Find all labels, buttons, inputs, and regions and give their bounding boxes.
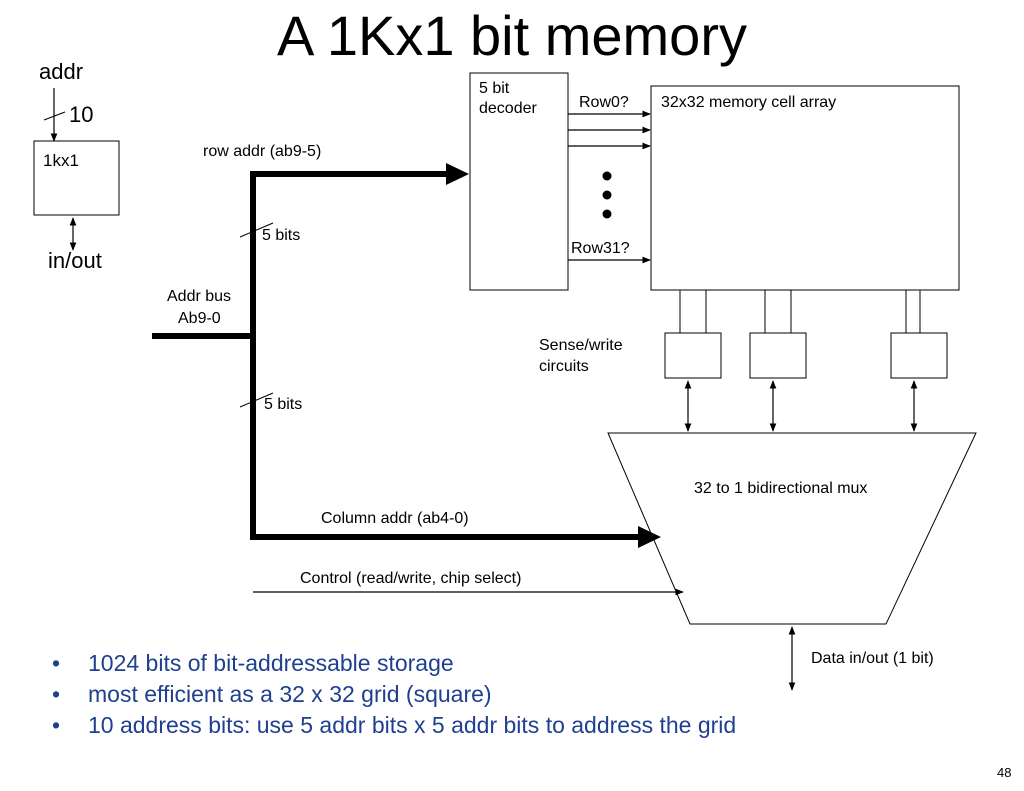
data-io-label: Data in/out (1 bit)	[811, 650, 934, 667]
col-bits-label: 5 bits	[264, 396, 303, 413]
io-label: in/out	[48, 248, 102, 273]
bullet-dot: •	[52, 712, 61, 738]
col-bits-slash	[239, 392, 274, 408]
row-bits-slash	[239, 222, 274, 238]
sense-circuits	[664, 332, 948, 379]
addr-label: addr	[39, 59, 84, 84]
col-addr-label: Column addr (ab4-0)	[321, 510, 469, 527]
sense-mux-arrows	[684, 380, 918, 432]
row-lines	[568, 110, 651, 264]
icon-block-box	[33, 140, 120, 216]
dot	[602, 190, 612, 200]
memory-array-label: 32x32 memory cell array	[661, 94, 837, 111]
bullet-dot: •	[52, 681, 61, 707]
bit-lines	[679, 290, 921, 333]
sense-circuit-box	[749, 332, 807, 379]
col-addr-arrowhead	[638, 526, 661, 548]
addr-bus-label-line2: Ab9-0	[178, 310, 221, 327]
row-addr-label: row addr (ab9-5)	[203, 143, 322, 160]
mux-trapezoid	[607, 432, 977, 625]
bullet-item: • most efficient as a 32 x 32 grid (squa…	[52, 679, 736, 710]
page-title: A 1Kx1 bit memory	[277, 4, 747, 67]
decoder-box	[469, 72, 569, 291]
sense-label-line1: Sense/write	[539, 337, 623, 354]
ellipsis-dots	[602, 171, 612, 219]
row-addr-arrowhead	[446, 163, 469, 185]
page-number: 48	[997, 765, 1012, 780]
icon-box-label: 1kx1	[43, 151, 79, 170]
bullet-text: 10 address bits: use 5 addr bits x 5 add…	[88, 712, 737, 738]
bullet-dot: •	[52, 650, 61, 676]
sense-circuit-box	[664, 332, 722, 379]
control-label: Control (read/write, chip select)	[300, 570, 522, 587]
memory-array-box	[650, 85, 960, 291]
sense-label-line2: circuits	[539, 358, 589, 375]
icon-block	[33, 88, 120, 251]
bus-width-label: 10	[69, 102, 94, 127]
bullet-text: most efficient as a 32 x 32 grid (square…	[88, 681, 492, 707]
addr-bus-label-line1: Addr bus	[167, 288, 232, 305]
row0-label: Row0?	[579, 94, 629, 111]
addr-bus-slash	[43, 111, 66, 121]
decoder-label-line1: 5 bit	[479, 80, 510, 97]
bullet-item: • 1024 bits of bit-addressable storage	[52, 648, 736, 679]
sense-circuit-box	[890, 332, 948, 379]
decoder-label-line2: decoder	[479, 100, 537, 117]
bullet-item: • 10 address bits: use 5 addr bits x 5 a…	[52, 710, 736, 741]
dot	[602, 209, 612, 219]
row31-label: Row31?	[571, 240, 630, 257]
row-bits-label: 5 bits	[262, 227, 301, 244]
bullet-text: 1024 bits of bit-addressable storage	[88, 650, 454, 676]
bullet-list: • 1024 bits of bit-addressable storage •…	[52, 648, 736, 741]
dot	[602, 171, 612, 181]
mux-label: 32 to 1 bidirectional mux	[694, 480, 868, 497]
address-bus	[152, 163, 661, 548]
